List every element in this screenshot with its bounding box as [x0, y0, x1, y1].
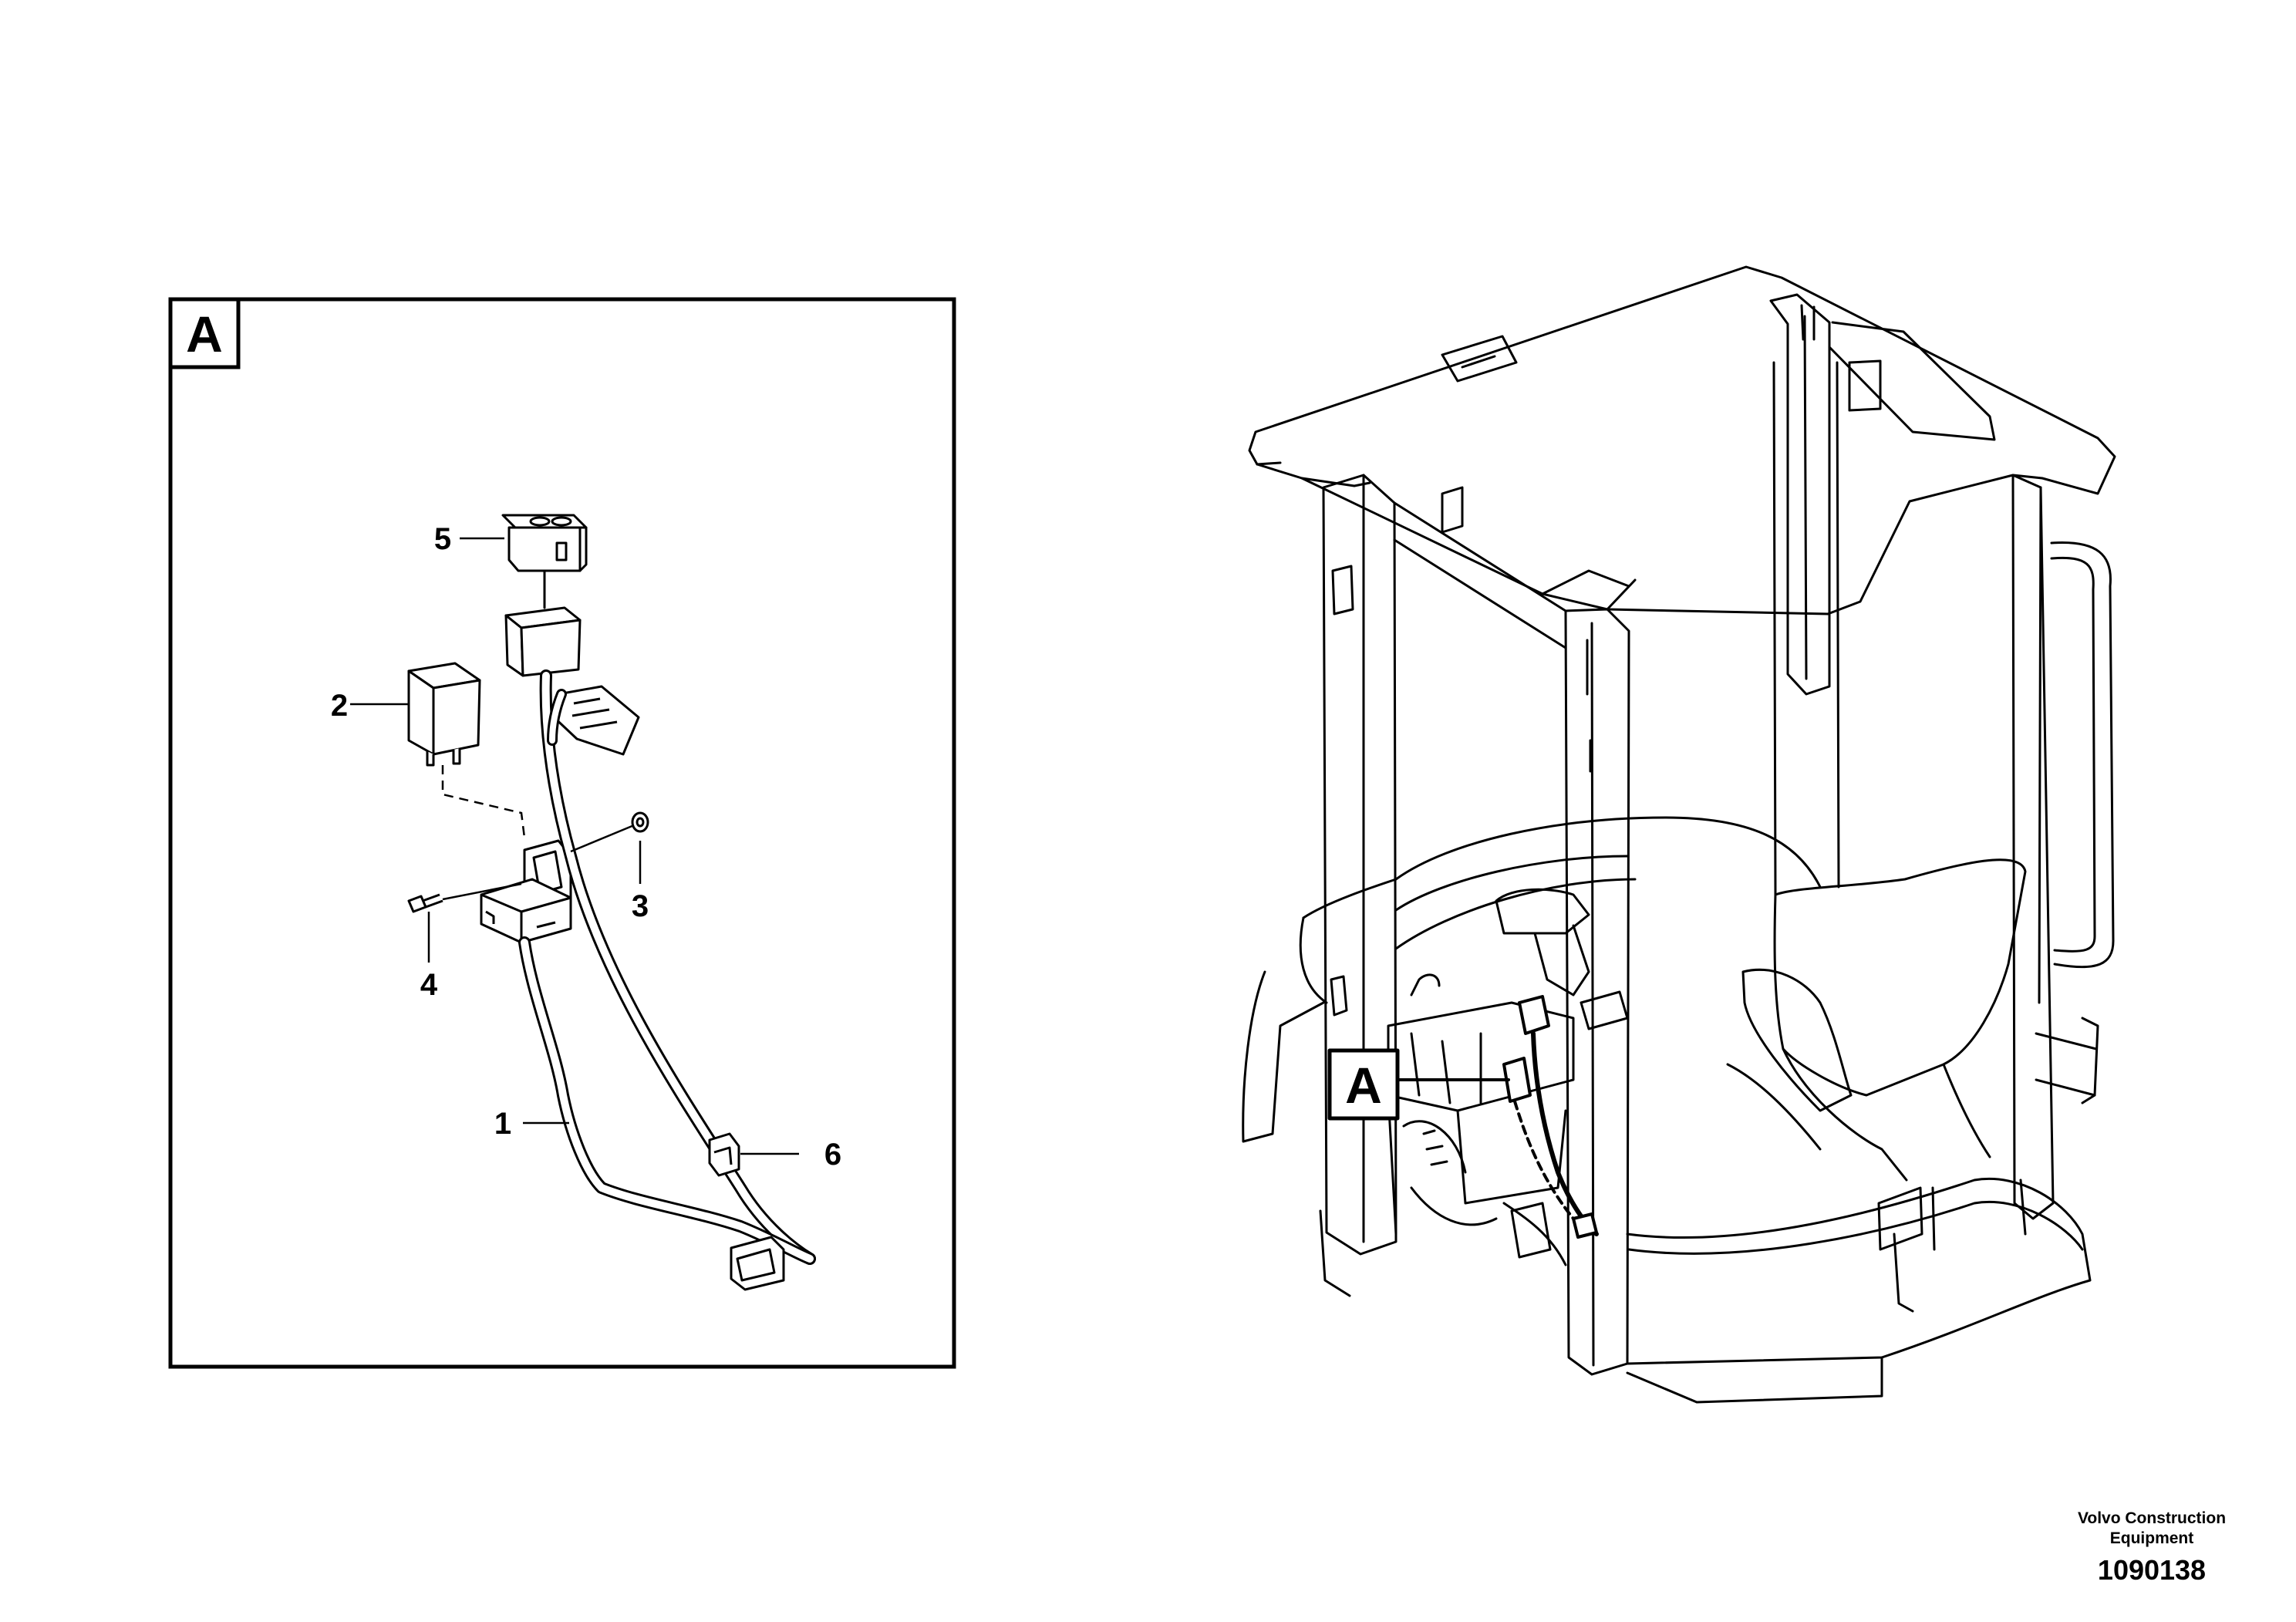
- detail-frame: [168, 297, 956, 1369]
- part-screw: [407, 893, 443, 913]
- callout-4: 4: [420, 968, 438, 1002]
- cab-detail-marker-box: [1327, 1048, 1400, 1121]
- callout-6: 6: [824, 1138, 841, 1172]
- part-relay-base: [480, 839, 572, 944]
- leader-lines: [350, 537, 799, 1155]
- wiring-harness: [518, 569, 816, 1265]
- footer: Volvo Construction Equipment 1090138: [2067, 1509, 2237, 1587]
- operator-seat: [1773, 858, 2027, 1097]
- steering-column: [1495, 888, 1590, 935]
- grab-handle: [2050, 541, 2115, 969]
- part-relay: [407, 662, 481, 767]
- footer-doc-number: 1090138: [2097, 1554, 2207, 1586]
- cab-rear-post-left: [2011, 474, 2055, 1220]
- detail-a-view: [168, 297, 956, 1369]
- callout-2: 2: [331, 689, 348, 723]
- cab-lower-body: [1299, 816, 1822, 1004]
- cab-harness-highlight: [1502, 995, 1550, 1103]
- cab-roof: [1248, 265, 2116, 615]
- part-connector-housing: [504, 606, 582, 677]
- callout-3: 3: [632, 889, 649, 923]
- relay-mount-dashed: [441, 765, 526, 838]
- detail-label: A: [186, 305, 223, 363]
- callout-1: 1: [494, 1107, 511, 1141]
- cab-illustration: [1242, 265, 2116, 1404]
- callout-5: 5: [434, 522, 451, 556]
- part-switch: [501, 514, 588, 572]
- footer-company: Volvo Construction Equipment: [2077, 1509, 2227, 1547]
- cab-detail-marker: A: [1345, 1057, 1382, 1114]
- cab-rear-post-right: [1769, 293, 1831, 696]
- part-end-connector: [730, 1236, 785, 1291]
- part-clip: [708, 1132, 740, 1177]
- detail-label-box: [168, 297, 241, 369]
- part-nut: [631, 811, 649, 833]
